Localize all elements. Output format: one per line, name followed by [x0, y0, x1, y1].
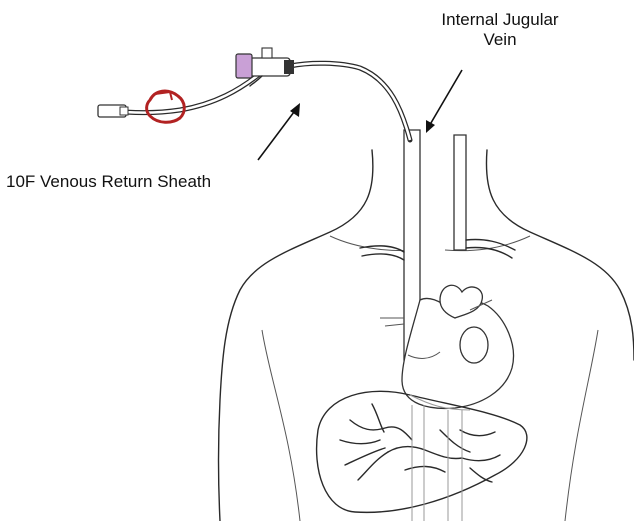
hepatic-vessels [340, 404, 500, 482]
sheath-hub [236, 48, 294, 86]
liver [317, 391, 527, 512]
heart [380, 285, 513, 408]
ijv-label-line2: Vein [415, 30, 585, 50]
clamp-icon [147, 91, 185, 122]
descending-vessels [412, 405, 462, 521]
ijv-label-line1: Internal Jugular [415, 10, 585, 30]
internal-jugular-vein-label: Internal Jugular Vein [415, 10, 585, 50]
sheath-label: 10F Venous Return Sheath [6, 172, 211, 192]
arrow-ijv-icon [426, 70, 462, 133]
arrow-sheath-icon [258, 103, 300, 160]
